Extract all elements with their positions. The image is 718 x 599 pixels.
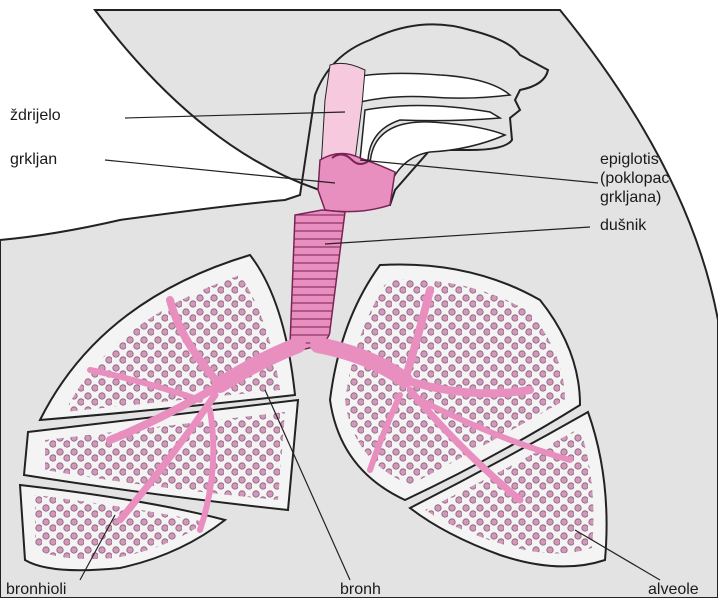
label-epiglottis-line2: (poklopac (600, 169, 669, 188)
label-epiglottis: epiglotis (poklopac grkljana) (600, 150, 669, 207)
label-epiglottis-line3: grkljana) (600, 188, 669, 207)
label-trachea: dušnik (600, 216, 646, 235)
label-larynx: grkljan (10, 150, 57, 169)
label-alveoli: alveole (648, 580, 699, 599)
label-epiglottis-line1: epiglotis (600, 150, 669, 169)
label-bronchus: bronh (340, 580, 381, 599)
label-bronchioles: bronhioli (6, 580, 66, 599)
label-pharynx: ždrijelo (10, 106, 61, 125)
